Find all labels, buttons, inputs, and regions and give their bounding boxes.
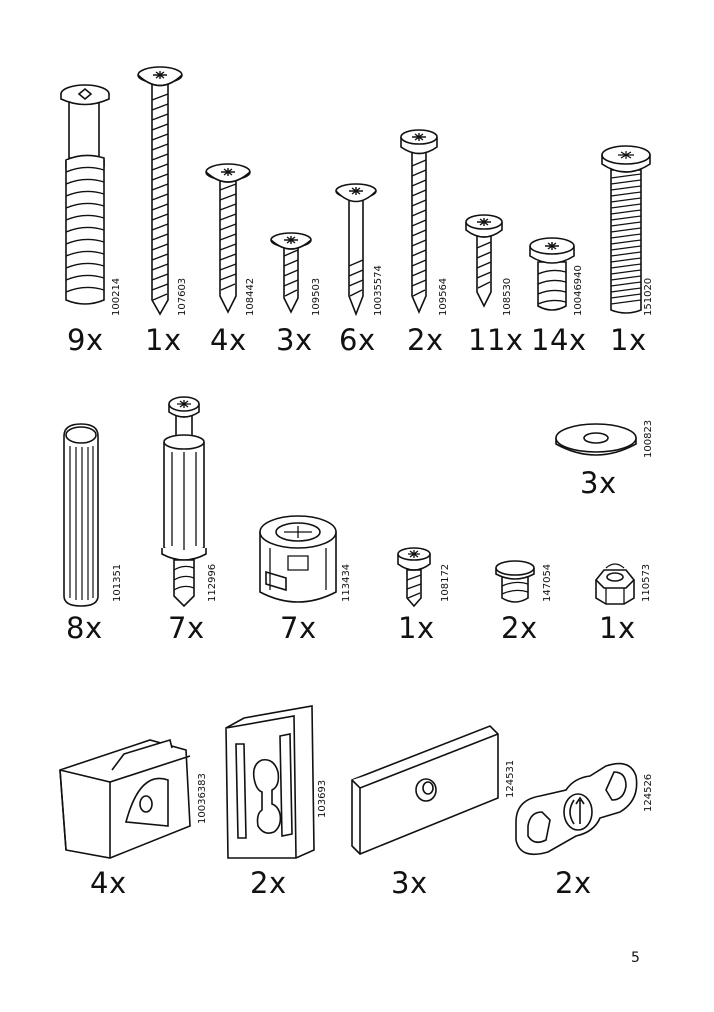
plastic-plug-icon	[0, 0, 714, 640]
washer-icon	[0, 0, 714, 640]
cam-lock-icon	[0, 0, 714, 640]
part-quantity: 2x	[555, 866, 592, 900]
part-quantity: 2x	[250, 866, 287, 900]
part-quantity: 14x	[531, 323, 587, 357]
part-quantity: 7x	[280, 611, 317, 645]
part-quantity: 1x	[610, 323, 647, 357]
small-screw-icon	[0, 0, 714, 640]
part-quantity: 4x	[90, 866, 127, 900]
part-quantity: 8x	[66, 611, 103, 645]
hex-nut-icon	[0, 0, 714, 640]
countersunk-screw-icon	[0, 0, 714, 330]
keyhole-plate-icon	[0, 0, 714, 900]
part-quantity: 6x	[339, 323, 376, 357]
socket-screw-icon	[0, 0, 714, 330]
flat-plate-icon	[0, 0, 714, 900]
short-pan-screw-icon	[0, 0, 714, 330]
stud-screw-icon	[0, 0, 714, 330]
cam-key-icon	[0, 0, 714, 900]
part-quantity: 2x	[407, 323, 444, 357]
part-quantity: 3x	[580, 466, 617, 500]
part-quantity: 7x	[168, 611, 205, 645]
pan-head-screw-icon	[0, 0, 714, 330]
machine-bolt-icon	[0, 0, 714, 330]
connector-bolt-icon	[0, 0, 714, 640]
wooden-dowel-icon	[0, 0, 714, 640]
part-code: 124526	[643, 773, 654, 812]
short-wood-screw-icon	[0, 0, 714, 330]
part-quantity: 11x	[468, 323, 524, 357]
part-quantity: 3x	[391, 866, 428, 900]
bracket-clip-icon	[0, 0, 714, 900]
part-quantity: 4x	[210, 323, 247, 357]
long-wood-screw-icon	[0, 0, 714, 330]
part-quantity: 9x	[67, 323, 104, 357]
part-quantity: 1x	[145, 323, 182, 357]
part-quantity: 2x	[501, 611, 538, 645]
part-quantity: 1x	[599, 611, 636, 645]
page-number: 5	[631, 950, 640, 966]
part-quantity: 3x	[276, 323, 313, 357]
part-quantity: 1x	[398, 611, 435, 645]
wood-screw-icon	[0, 0, 714, 330]
